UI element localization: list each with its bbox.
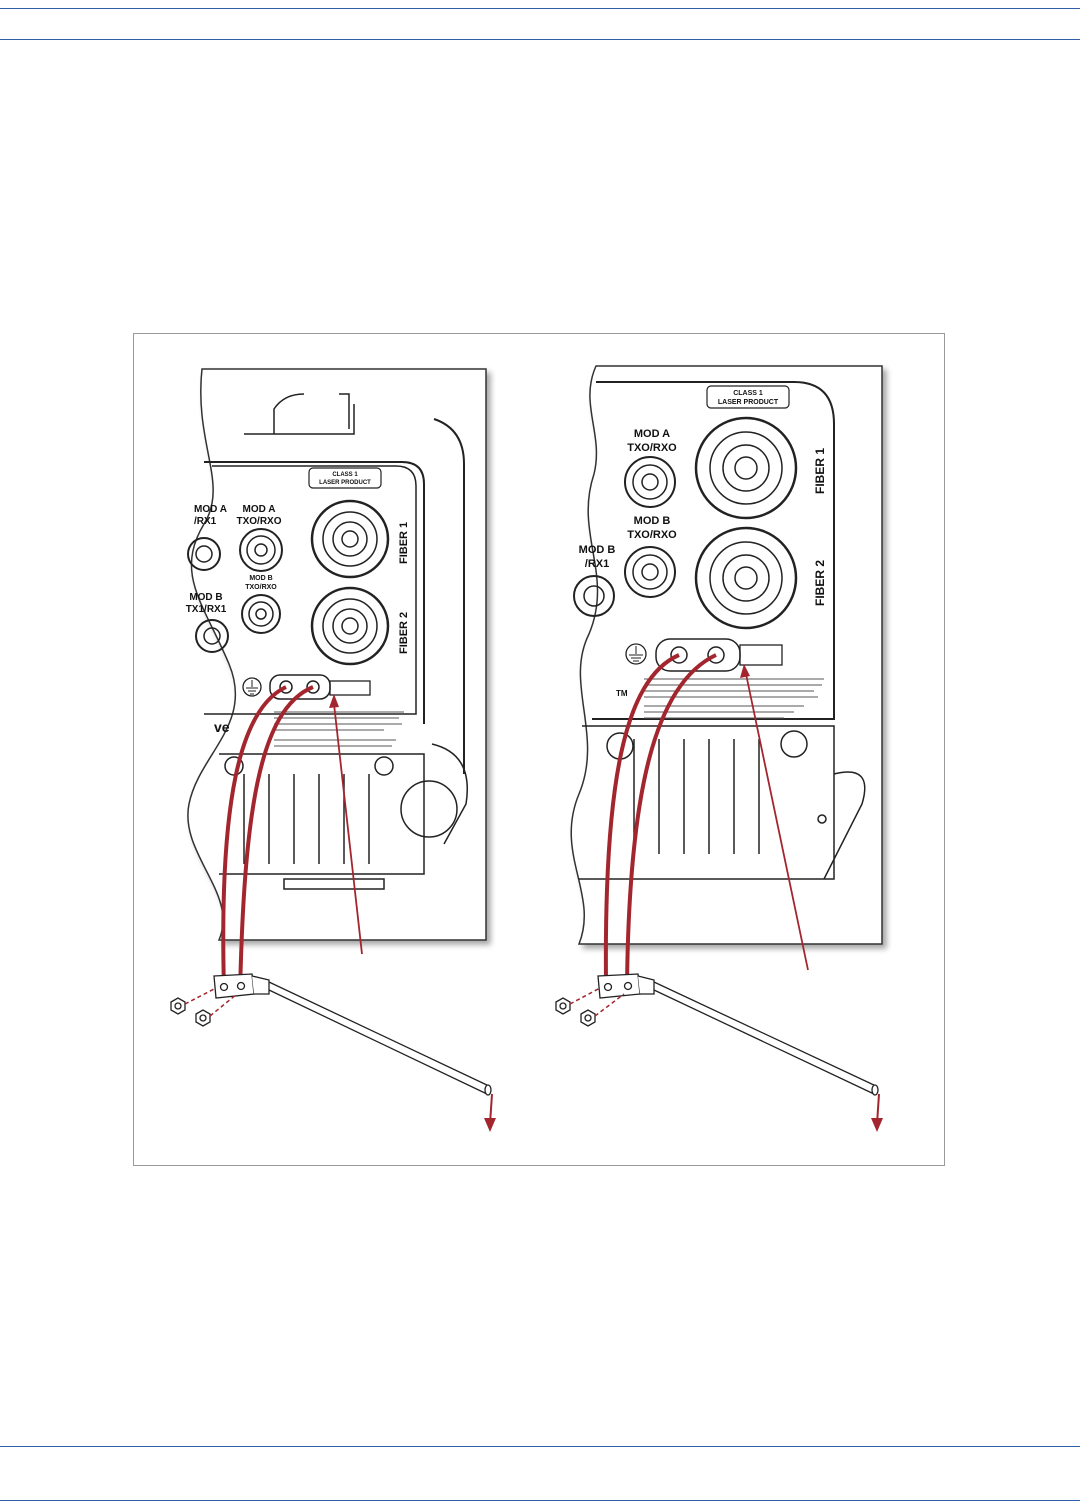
left-nuts [171, 998, 210, 1026]
right-mod-a-label-line2: TXO/RXO [627, 442, 677, 454]
left-mod-b-label-line1: MOD B [249, 575, 272, 582]
left-mod-a-label-line2: TXO/RXO [236, 516, 281, 527]
right-ground-lug [598, 974, 878, 1095]
left-mod-b-label-line2: TXO/RXO [245, 584, 277, 591]
left-brand-fragment: ve [214, 719, 230, 735]
left-panel: CLASS 1 LASER PRODUCT MOD A /RX1 MOD A T… [171, 369, 496, 1132]
footer-rule-top [0, 1446, 1080, 1447]
right-mod-a-label-line1: MOD A [634, 428, 670, 440]
right-mod-b-partial-line1: MOD B [579, 544, 616, 556]
right-fiber-2-label: FIBER 2 [813, 560, 827, 606]
grounding-figure: CLASS 1 LASER PRODUCT MOD A /RX1 MOD A T… [133, 333, 945, 1166]
header-rule-bottom [0, 39, 1080, 40]
right-mod-b-partial-line2: /RX1 [585, 558, 609, 570]
left-mod-b-tx1-line1: MOD B [189, 592, 222, 603]
left-mod-a-label-line1: MOD A [243, 504, 276, 515]
left-laser-label-line1: CLASS 1 [332, 472, 358, 478]
left-ground-lug [214, 974, 491, 1095]
left-down-arrowhead [484, 1118, 496, 1132]
left-panel-sheet [188, 369, 486, 940]
right-mod-b-label-line2: TXO/RXO [627, 529, 677, 541]
right-tm-mark: TM [616, 689, 628, 698]
right-laser-label-line1: CLASS 1 [733, 390, 763, 397]
header-rule-top [0, 8, 1080, 9]
left-mod-a-tx1-line2: /RX1 [194, 516, 217, 527]
left-fiber-2-label: FIBER 2 [398, 612, 410, 654]
right-nuts [556, 998, 595, 1026]
left-laser-label-line2: LASER PRODUCT [319, 480, 371, 486]
right-down-arrowhead [871, 1118, 883, 1132]
right-panel: CLASS 1 LASER PRODUCT MOD A TXO/RXO MOD … [556, 366, 883, 1132]
right-laser-label-line2: LASER PRODUCT [718, 399, 779, 406]
footer-rule-bottom [0, 1500, 1080, 1501]
right-fiber-1-label: FIBER 1 [813, 448, 827, 494]
left-mod-b-tx1-line2: TX1/RX1 [186, 604, 227, 615]
left-mod-a-tx1-line1: MOD A [194, 504, 227, 515]
right-mod-b-label-line1: MOD B [634, 515, 671, 527]
grounding-diagram: CLASS 1 LASER PRODUCT MOD A /RX1 MOD A T… [134, 334, 945, 1166]
left-fiber-1-label: FIBER 1 [398, 522, 410, 564]
